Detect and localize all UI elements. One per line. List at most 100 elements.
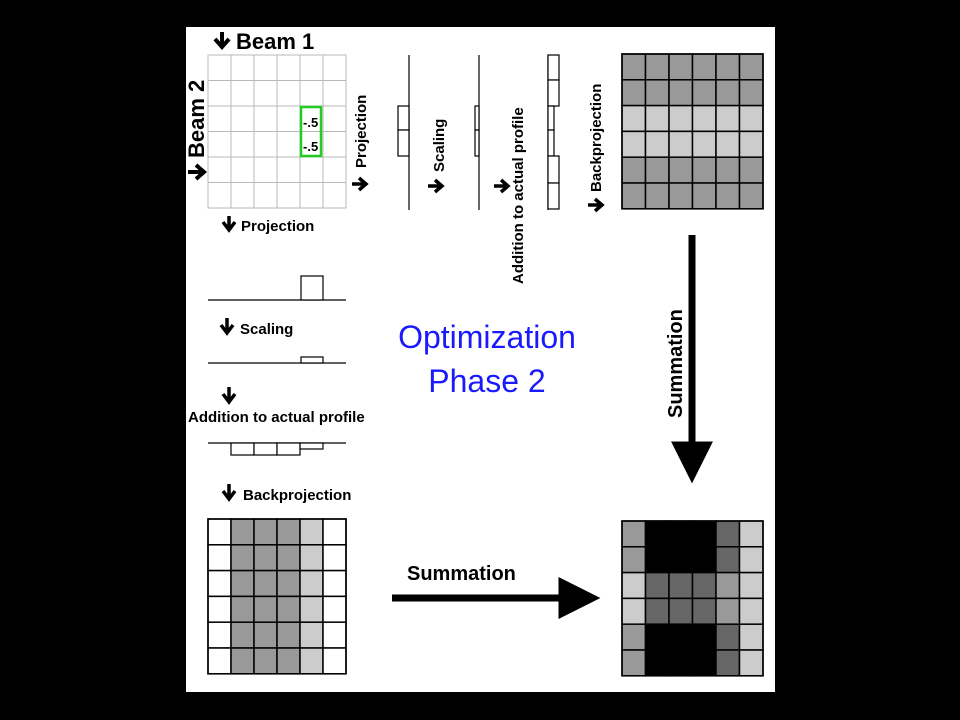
grid-cell: [230, 544, 255, 572]
grid-cell: [621, 520, 647, 548]
grid-cell: [621, 571, 647, 600]
grid-cell: [299, 518, 324, 546]
grid-cell: [322, 569, 347, 598]
grid-cell: [253, 182, 278, 209]
backprojection-horizontal-label: Backprojection: [243, 487, 351, 504]
horizontal-updated-profile: [208, 442, 346, 456]
grid-cell: [276, 182, 301, 209]
grid-cell: [207, 182, 232, 209]
grid-cell: [207, 80, 232, 107]
grid-cell: [207, 621, 232, 649]
addition-horizontal-label: Addition to actual profile: [188, 409, 365, 426]
grid-cell: [691, 104, 717, 133]
beam2-backprojection-grid: [621, 53, 764, 210]
grid-cell: [276, 80, 301, 107]
grid-cell: [715, 571, 741, 600]
grid-cell: [715, 104, 741, 133]
grid-cell: [207, 131, 232, 158]
grid-cell: [668, 156, 694, 184]
grid-cell: [230, 647, 255, 675]
grid-cell: [691, 79, 717, 107]
grid-cell: [207, 156, 232, 183]
grid-cell: [715, 130, 741, 158]
grid-cell: [691, 520, 717, 548]
grid-cell: [230, 54, 255, 81]
grid-cell: [668, 182, 694, 210]
grid-cell: [230, 182, 255, 209]
grid-cell: [668, 546, 694, 574]
grid-cell: [668, 597, 694, 625]
grid-cell: [322, 105, 347, 132]
grid-cell: [322, 156, 347, 183]
addition-vertical-label: Addition to actual profile: [510, 107, 527, 284]
grid-cell: [253, 544, 278, 572]
beam1-arrow-icon: [213, 32, 231, 51]
grid-cell: [715, 156, 741, 184]
grid-cell: [253, 647, 278, 675]
grid-cell: [738, 597, 764, 625]
grid-cell: [668, 623, 694, 651]
grid-cell: [322, 131, 347, 158]
grid-cell: [253, 156, 278, 183]
grid-cell: [253, 80, 278, 107]
grid-cell: [738, 546, 764, 574]
addition-vertical-arrow-icon: [494, 178, 511, 194]
horizontal-scaled-profile: [208, 356, 346, 364]
grid-cell: [644, 597, 670, 625]
grid-cell: [207, 54, 232, 81]
projection-right-label: Projection: [353, 95, 370, 168]
scaling-vertical-arrow-icon: [428, 178, 445, 194]
grid-border: [207, 54, 347, 209]
grid-cell: [738, 649, 764, 677]
grid-cell: [276, 647, 301, 675]
grid-cell: [668, 53, 694, 81]
grid-cell: [207, 518, 232, 546]
summation-horizontal-label: Summation: [407, 563, 516, 585]
grid-cell: [299, 569, 324, 598]
grid-cell: [276, 54, 301, 81]
vertical-projection-profile: [397, 55, 410, 210]
grid-cell: [253, 54, 278, 81]
grid-cell: [621, 53, 647, 81]
grid-cell: [715, 53, 741, 81]
grid-cell: [322, 80, 347, 107]
grid-cell: [230, 105, 255, 132]
grid-cell: [691, 53, 717, 81]
grid-cell: [230, 621, 255, 649]
grid-cell: [207, 569, 232, 598]
grid-cell: [691, 182, 717, 210]
grid-cell: [738, 130, 764, 158]
grid-cell: [668, 79, 694, 107]
beam2-label: Beam 2: [184, 80, 209, 158]
grid-cell: [299, 182, 324, 209]
scaling-vertical-label: Scaling: [431, 119, 448, 172]
grid-cell: [276, 569, 301, 598]
beam1-label: Beam 1: [236, 29, 314, 54]
beam2-arrow-icon: [188, 163, 208, 181]
grid-cell: [276, 595, 301, 623]
backprojection-horizontal-arrow-icon: [221, 484, 237, 502]
grid-cell: [621, 182, 647, 210]
grid-cell: [691, 546, 717, 574]
grid-cell: [738, 53, 764, 81]
grid-cell: [322, 182, 347, 209]
grid-cell: [644, 104, 670, 133]
projection-right-arrow-icon: [352, 176, 369, 192]
grid-cell: [299, 54, 324, 81]
grid-cell: [322, 54, 347, 81]
grid-cell: [715, 79, 741, 107]
highlight-value-1: -.5: [303, 115, 318, 130]
grid-cell: [207, 595, 232, 623]
backprojection-vertical-arrow-icon: [588, 197, 605, 213]
grid-cell: [644, 79, 670, 107]
highlight-value-2: -.5: [303, 139, 318, 154]
grid-cell: [621, 649, 647, 677]
grid-cell: [644, 53, 670, 81]
highlight-box: [299, 105, 323, 158]
grid-cell: [691, 130, 717, 158]
projection-bottom-arrow-icon: [221, 216, 237, 233]
grid-cell: [276, 544, 301, 572]
grid-cell: [668, 520, 694, 548]
grid-cell: [253, 595, 278, 623]
